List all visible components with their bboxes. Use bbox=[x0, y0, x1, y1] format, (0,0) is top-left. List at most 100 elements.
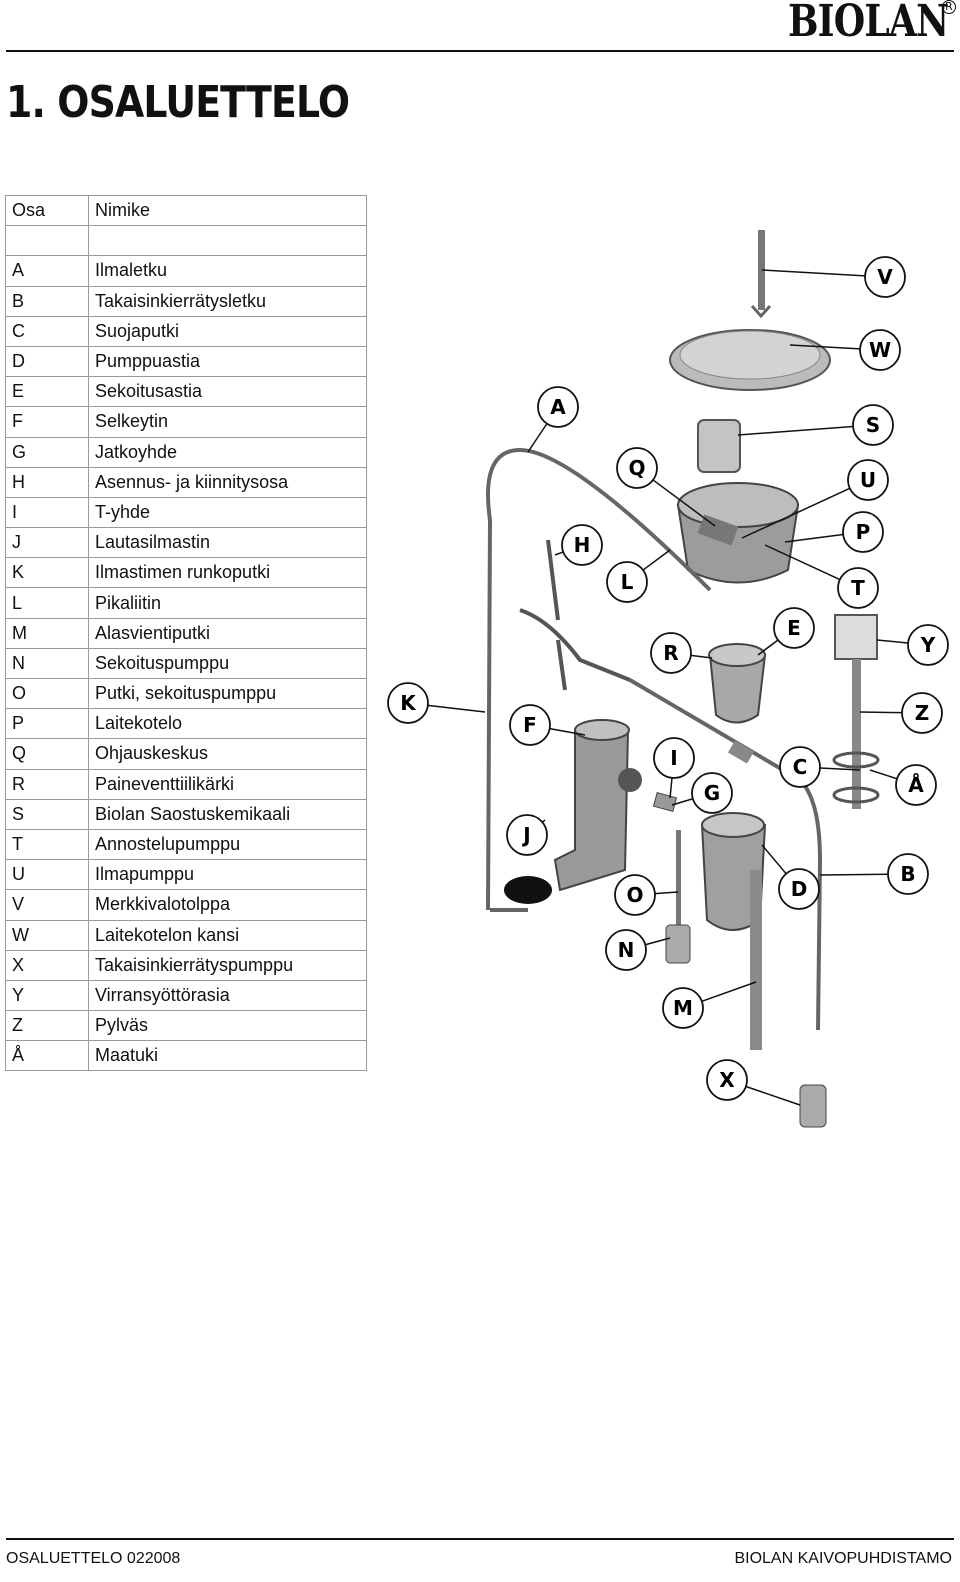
part-name: Ilmastimen runkoputki bbox=[88, 557, 367, 589]
part-code: E bbox=[5, 376, 89, 408]
table-spacer-row bbox=[5, 225, 367, 257]
callout-circle bbox=[650, 632, 692, 674]
callout-label: B bbox=[900, 862, 915, 886]
callout-circle bbox=[901, 692, 943, 734]
callout-label: V bbox=[877, 265, 893, 289]
part-name: Jatkoyhde bbox=[88, 436, 367, 468]
part-name: Annostelupumppu bbox=[88, 828, 367, 861]
part-name: Pumppuastia bbox=[88, 345, 367, 378]
leader-line-H bbox=[554, 551, 564, 556]
callout-circle bbox=[778, 868, 820, 910]
footer-right: BIOLAN KAIVOPUHDISTAMO bbox=[734, 1550, 952, 1567]
leader-line-O bbox=[654, 891, 679, 895]
part-code: A bbox=[5, 255, 89, 287]
footer-left: OSALUETTELO 022008 bbox=[6, 1550, 181, 1567]
callout-circle bbox=[561, 524, 603, 566]
spacer-cell bbox=[5, 225, 89, 257]
leader-line-Z bbox=[859, 711, 903, 714]
part-s-canister bbox=[697, 419, 741, 473]
callout-label: I bbox=[670, 746, 677, 770]
part-h-mount bbox=[519, 539, 631, 691]
part-name: Alasvientiputki bbox=[88, 617, 367, 649]
part-name: Selkeytin bbox=[88, 406, 367, 438]
brand-logo: BIOLAN bbox=[788, 0, 949, 47]
leader-line-S bbox=[737, 425, 854, 436]
callout-label: L bbox=[621, 570, 634, 594]
leader-line-E bbox=[757, 639, 779, 656]
part-code: H bbox=[5, 466, 89, 498]
callout-label: A bbox=[550, 395, 566, 419]
callout-label: Q bbox=[628, 456, 645, 480]
header-osa: Osa bbox=[5, 194, 89, 227]
part-code: Y bbox=[5, 979, 89, 1012]
part-name: T-yhde bbox=[88, 496, 367, 529]
callout-label: Å bbox=[908, 773, 924, 797]
callout-label: N bbox=[618, 938, 635, 962]
leader-lines bbox=[427, 269, 909, 1106]
part-n-pump bbox=[665, 924, 691, 964]
leader-line-X bbox=[745, 1085, 801, 1106]
leader-line-L bbox=[642, 549, 671, 571]
callout-label: T bbox=[851, 576, 865, 600]
leader-line-V bbox=[761, 269, 866, 277]
callout-circle bbox=[887, 853, 929, 895]
callout-circle bbox=[779, 746, 821, 788]
header-nimike: Nimike bbox=[88, 194, 367, 227]
leader-line-A bbox=[527, 423, 548, 453]
part-name: Laitekotelo bbox=[88, 708, 367, 740]
part-name: Laitekotelon kansi bbox=[88, 919, 367, 951]
part-name: Merkkivalotolppa bbox=[88, 889, 367, 921]
callout-circle bbox=[662, 987, 704, 1029]
part-a-ring-support bbox=[832, 751, 880, 769]
callout-label: R bbox=[663, 641, 678, 665]
leader-line-N bbox=[645, 937, 671, 946]
callout-label: Y bbox=[920, 633, 936, 657]
part-name: Takaisinkierrätyspumppu bbox=[88, 949, 367, 981]
callout-circle bbox=[706, 1059, 748, 1101]
part-name: Pylväs bbox=[88, 1010, 367, 1042]
callout-circle bbox=[837, 567, 879, 609]
part-name: Ilmapumppu bbox=[88, 859, 367, 891]
part-code: J bbox=[5, 527, 89, 559]
callout-circle bbox=[852, 404, 894, 446]
leader-line-K bbox=[427, 704, 486, 713]
part-code: R bbox=[5, 768, 89, 800]
callout-circle bbox=[606, 561, 648, 603]
part-code: T bbox=[5, 828, 89, 861]
callout-label: C bbox=[793, 755, 808, 779]
callout-circle bbox=[842, 511, 884, 553]
leader-line-W bbox=[789, 344, 861, 350]
callout-label: H bbox=[574, 533, 591, 557]
part-code: F bbox=[5, 406, 89, 438]
part-z-column bbox=[852, 659, 861, 809]
footer-rule bbox=[6, 1538, 954, 1540]
part-name: Suojaputki bbox=[88, 315, 367, 347]
callout-label: E bbox=[787, 616, 801, 640]
part-code: N bbox=[5, 647, 89, 680]
callout-label: F bbox=[523, 713, 537, 737]
part-name: Takaisinkierrätysletku bbox=[88, 285, 367, 317]
leader-line-F bbox=[549, 727, 586, 736]
part-code: K bbox=[5, 557, 89, 589]
part-e-vessel bbox=[708, 654, 767, 724]
part-code: C bbox=[5, 315, 89, 347]
part-code: X bbox=[5, 949, 89, 981]
part-a-hose bbox=[486, 447, 712, 592]
callout-circle bbox=[895, 764, 937, 806]
part-y-box bbox=[834, 614, 878, 660]
callout-circle bbox=[616, 447, 658, 489]
part-code: O bbox=[5, 677, 89, 710]
header-rule bbox=[6, 50, 954, 52]
callout-circle bbox=[859, 329, 901, 371]
